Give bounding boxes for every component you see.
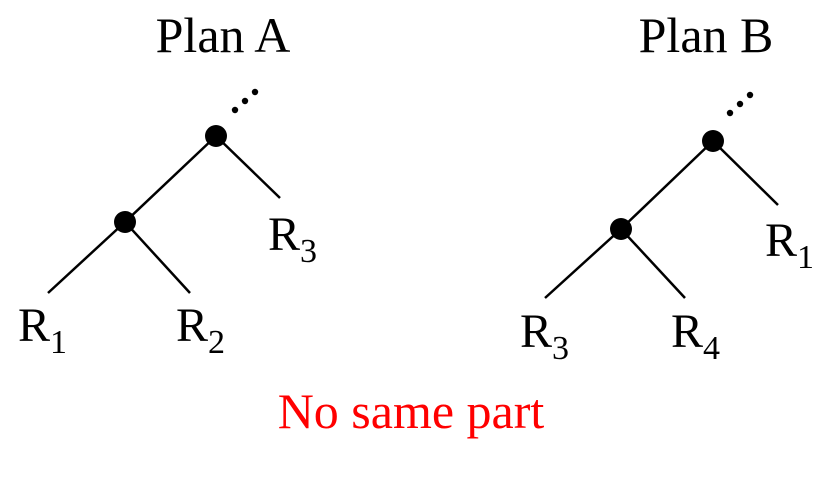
plan-b-inner-join-node bbox=[610, 218, 632, 240]
plan-a-edge-join-r2 bbox=[124, 221, 191, 294]
ellipsis-dot bbox=[231, 106, 239, 114]
plan-a-edge-join-r1 bbox=[47, 221, 126, 294]
plan-b-title: Plan B bbox=[639, 7, 774, 63]
plan-a-leaf-r2: R2 bbox=[176, 299, 225, 361]
ellipsis-dot bbox=[736, 100, 744, 108]
plan-b-leaf-r3: R3 bbox=[520, 305, 569, 367]
plan-b-root-join-node bbox=[702, 130, 724, 152]
plan-a-edge-root-r3 bbox=[215, 135, 281, 199]
plan-b-leaf-r4: R4 bbox=[671, 305, 720, 367]
plan-b-tree: Plan B R3 R4 R1 bbox=[520, 7, 814, 367]
ellipsis-dot bbox=[251, 88, 259, 96]
plan-b-edge-root-join bbox=[620, 140, 714, 230]
ellipsis-dot bbox=[726, 109, 734, 117]
ellipsis-dot bbox=[241, 97, 249, 105]
plan-a-title: Plan A bbox=[156, 7, 291, 63]
plan-a-edge-root-join bbox=[124, 135, 217, 223]
plan-b-continuation-ellipsis bbox=[726, 91, 754, 117]
plan-b-leaf-r1: R1 bbox=[765, 214, 814, 276]
plan-a-root-join-node bbox=[205, 125, 227, 147]
plan-a-leaf-r3: R3 bbox=[268, 208, 317, 270]
plan-a-continuation-ellipsis bbox=[231, 88, 259, 114]
plan-b-edge-root-r1 bbox=[712, 140, 779, 206]
plan-a-inner-join-node bbox=[114, 211, 136, 233]
ellipsis-dot bbox=[746, 91, 754, 99]
plan-b-edge-join-r3 bbox=[544, 228, 622, 299]
plan-a-tree: Plan A R1 R2 R3 bbox=[18, 7, 317, 361]
plan-b-edge-join-r4 bbox=[620, 228, 686, 299]
plan-a-leaf-r1: R1 bbox=[18, 299, 67, 361]
caption-no-same-part: No same part bbox=[278, 383, 545, 439]
